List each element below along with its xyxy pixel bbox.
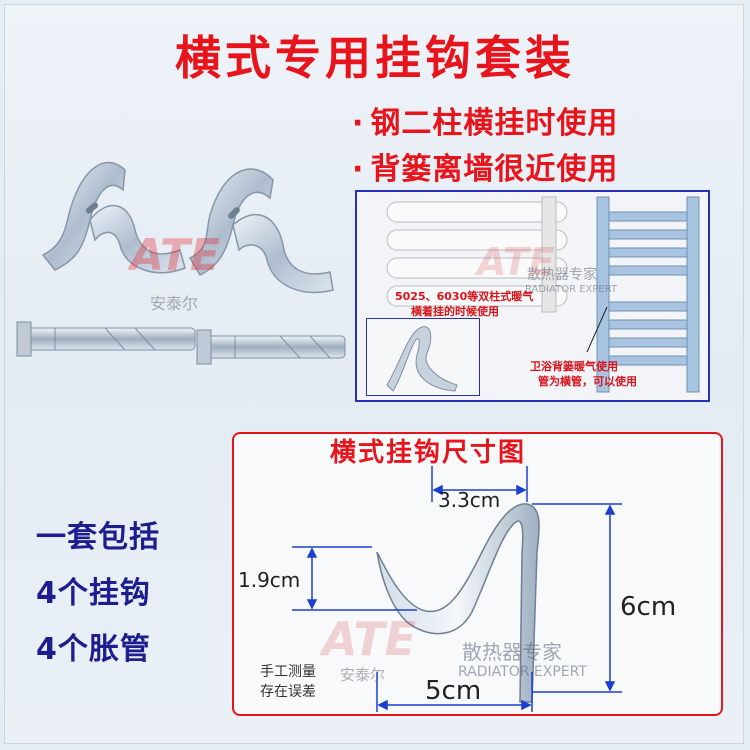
radiator-illustrations: [386, 196, 700, 393]
measurement-note: 手工测量 存在误差: [260, 664, 316, 700]
hook-image-1: [41, 161, 186, 274]
feature-bullet-1: ·钢二柱横挂时使用: [352, 106, 619, 141]
dimension-title: 横式挂钩尺寸图: [330, 438, 527, 468]
usage-inset: 5025、6030等双柱式暖气 横着挂的时候使用 卫浴背篓暖气使用 管为横管，可…: [355, 190, 710, 402]
inset-watermark-en: RADIATOR EXPERT: [525, 284, 618, 295]
kit-heading: 一套包括: [36, 520, 160, 555]
diagram-watermark-en: RADIATOR EXPERT: [458, 664, 587, 680]
usage-label-right: 卫浴背篓暖气使用 管为横管，可以使用: [530, 360, 637, 388]
kit-anchors: 4个胀管: [36, 632, 151, 667]
diagram-watermark-brand: 安泰尔: [340, 666, 386, 684]
dimension-height: 6cm: [620, 592, 677, 622]
anchor-bolt-image-1: [16, 321, 196, 357]
diagram-watermark-logo: ATE: [322, 612, 416, 666]
hook-dimension-drawing: [292, 466, 622, 712]
usage-label-top: 5025、6030等双柱式暖气 横着挂的时候使用: [395, 290, 534, 318]
page-title: 横式专用挂钩套装: [175, 31, 575, 85]
anchor-bolt-image-2: [196, 329, 346, 365]
kit-hooks: 4个挂钩: [36, 576, 151, 611]
feature-bullet-2: ·背篓离墙很近使用: [352, 152, 619, 187]
inset-watermark-logo: ATE: [477, 240, 555, 284]
dimension-top-width: 3.3cm: [438, 488, 501, 512]
hook-closeup-icon: [386, 326, 458, 392]
diagram-watermark-cn: 散热器专家: [462, 640, 562, 664]
product-photo: [16, 161, 346, 365]
dimension-width: 5cm: [425, 676, 482, 706]
dimension-left-height: 1.9cm: [238, 568, 301, 592]
hook-image-2: [188, 168, 334, 294]
watermark-brand: 安泰尔: [150, 294, 199, 313]
watermark-logo: ATE: [130, 230, 220, 281]
hook-closeup-box: [366, 318, 480, 396]
inset-watermark-cn: 散热器专家: [527, 267, 597, 283]
